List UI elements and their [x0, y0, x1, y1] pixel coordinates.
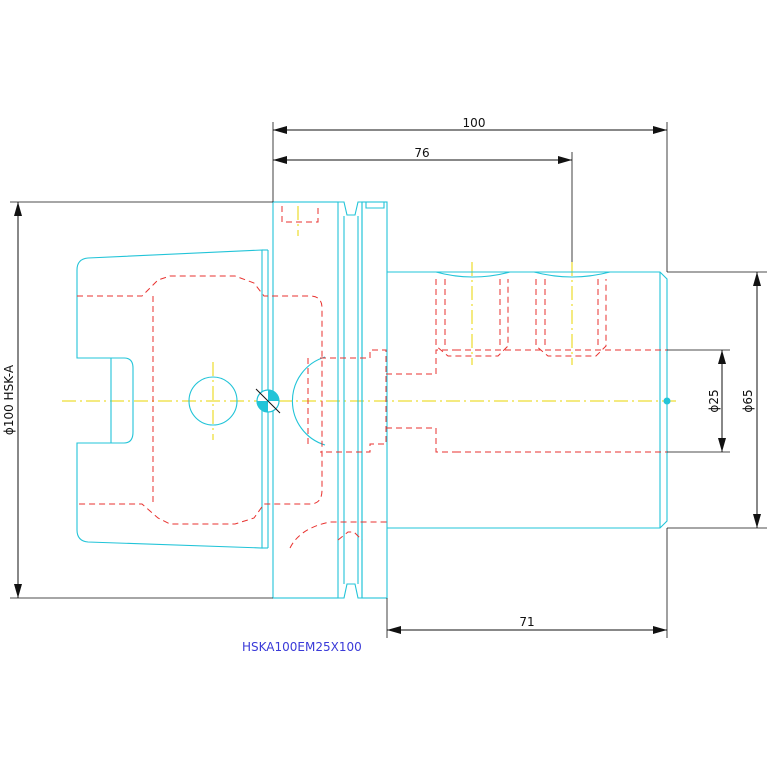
arrow [653, 126, 667, 134]
cross-hole-circle [188, 376, 238, 426]
flange-front [272, 201, 339, 599]
dim-71-label: 71 [519, 615, 534, 629]
arrow [273, 126, 287, 134]
shank-inner-step [111, 357, 134, 444]
part-label: HSKA100EM25X100 [242, 640, 362, 654]
arrow [14, 584, 22, 598]
screw-hole-1 [435, 279, 509, 357]
flange-rear [361, 201, 388, 599]
hsk-cavity [77, 275, 323, 525]
arrow [387, 626, 401, 634]
part-outline [76, 201, 668, 599]
dim-76-label: 76 [414, 146, 429, 160]
flange-chamfer [365, 202, 385, 209]
dim-flange-label: ϕ100 HSK-A [2, 364, 16, 435]
arrow [653, 626, 667, 634]
bore-lower [386, 427, 455, 453]
datum-marker-cross [255, 388, 281, 414]
drive-slot [281, 206, 319, 223]
screw-hole-2 [535, 279, 607, 357]
groove-hidden [337, 531, 363, 541]
dim-100-label: 100 [463, 116, 486, 130]
screw-hole-top-1 [435, 271, 511, 278]
arrow [753, 272, 761, 286]
dimensions: 100 76 71 ϕ100 HSK-A ϕ25 ϕ65 [2, 116, 767, 638]
arrow [718, 350, 726, 364]
dim-bore-label: ϕ25 [707, 389, 721, 412]
arrow [558, 156, 572, 164]
arrow [14, 202, 22, 216]
hsk-taper-shank [76, 249, 263, 549]
clamp-pocket [320, 349, 387, 453]
dim-body-label: ϕ65 [741, 389, 755, 412]
center-markers [255, 388, 671, 414]
datum-marker-q3 [257, 401, 268, 412]
arrow [273, 156, 287, 164]
arrow [718, 438, 726, 452]
bore-upper [386, 349, 455, 375]
screw-hole-top-2 [533, 271, 611, 278]
hidden-lines [77, 206, 667, 549]
spherical-bore [291, 356, 326, 446]
datum-marker-q1 [268, 390, 279, 401]
arrow [753, 514, 761, 528]
center-lines [62, 206, 680, 440]
cylinder-body [387, 271, 668, 529]
end-point-marker [663, 397, 671, 405]
gripper-groove [289, 521, 387, 549]
